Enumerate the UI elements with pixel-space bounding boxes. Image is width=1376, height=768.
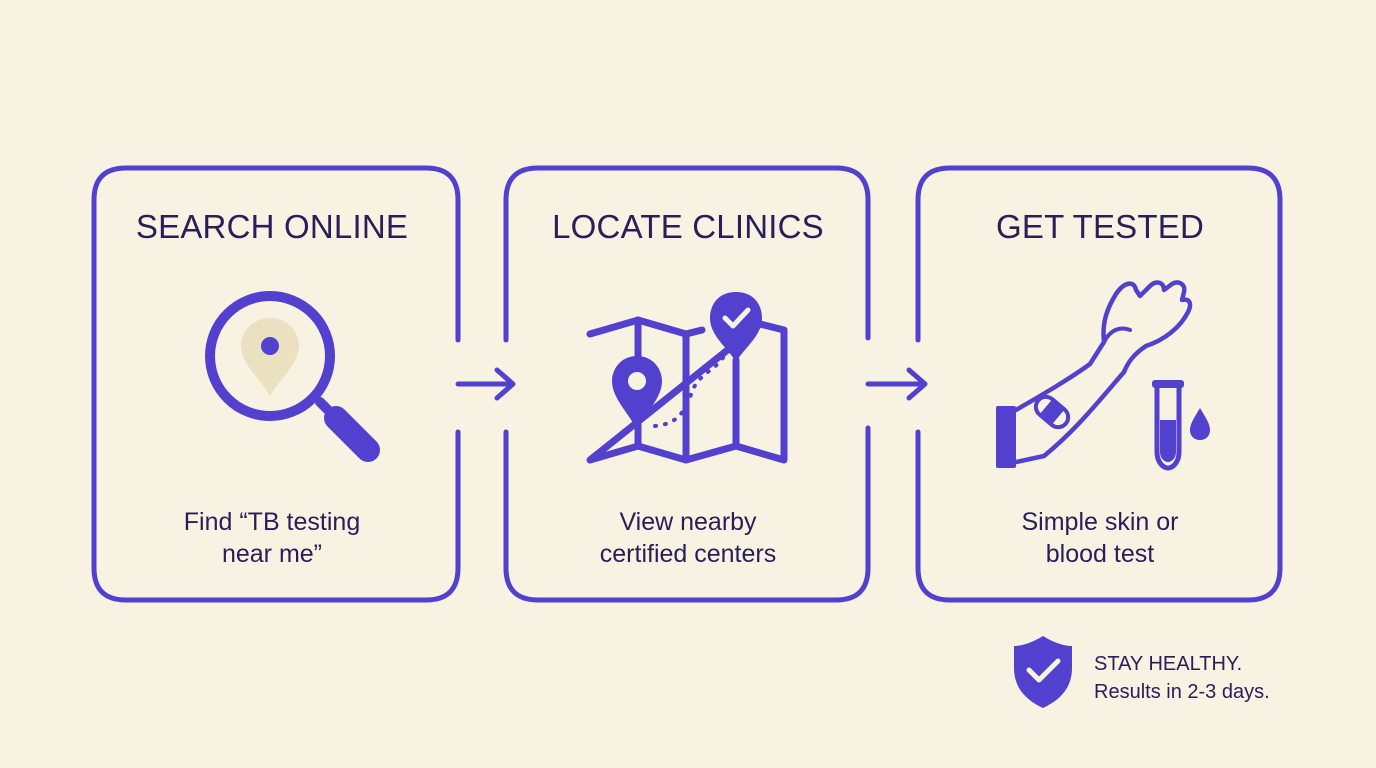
step-3-box <box>915 165 1283 603</box>
magnifier-location-icon <box>205 291 380 462</box>
step-2-description: View nearby certified centers <box>508 506 868 570</box>
shield-check-icon <box>1014 636 1072 708</box>
step-2-box <box>503 165 871 603</box>
arm-test-tube-icon <box>996 280 1210 471</box>
step-2-title: LOCATE CLINICS <box>552 208 824 245</box>
step-1-description-line-2: near me” <box>221 540 323 568</box>
step-1-box <box>91 165 461 603</box>
route-dots <box>653 354 726 428</box>
step-2-description-line-2: certified centers <box>599 540 777 568</box>
step-3-description-line-1: Simple skin or <box>1021 508 1179 536</box>
start-pin-icon <box>612 356 662 430</box>
check-pin-icon <box>710 292 762 362</box>
step-1-description: Find “TB testing near me” <box>92 506 452 570</box>
arrow-2-icon <box>865 367 928 401</box>
footer-note: STAY HEALTHY. Results in 2-3 days. <box>1094 650 1270 706</box>
arrow-1-icon <box>455 367 516 401</box>
footer-line-2: Results in 2-3 days. <box>1094 681 1270 703</box>
step-2-description-line-1: View nearby <box>619 508 757 536</box>
footer-line-1: STAY HEALTHY. <box>1094 653 1243 675</box>
step-3-description-line-2: blood test <box>1045 540 1155 568</box>
step-1-description-line-1: Find “TB testing <box>183 508 361 536</box>
step-1-title: SEARCH ONLINE <box>135 208 409 245</box>
step-3-description: Simple skin or blood test <box>920 506 1280 570</box>
step-3-title: GET TESTED <box>996 208 1204 245</box>
